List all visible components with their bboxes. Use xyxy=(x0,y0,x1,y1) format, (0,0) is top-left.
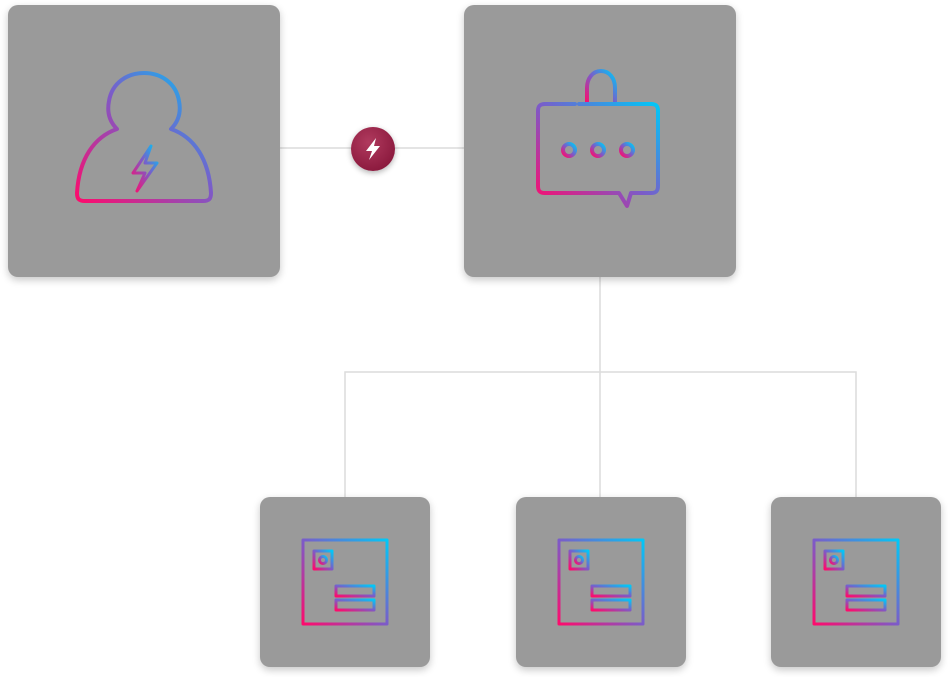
user-lightning-icon xyxy=(75,71,213,203)
id-card-icon xyxy=(301,538,389,626)
id-card-icon xyxy=(812,538,900,626)
node-user[interactable] xyxy=(8,5,280,277)
node-id-card-1[interactable] xyxy=(260,497,430,667)
node-shopping-bag[interactable] xyxy=(464,5,736,277)
shopping-bag-chat-icon xyxy=(536,69,660,208)
lightning-icon xyxy=(366,138,380,160)
node-id-card-2[interactable] xyxy=(516,497,686,667)
node-id-card-3[interactable] xyxy=(771,497,941,667)
edge-branch-bar xyxy=(344,371,857,497)
id-card-icon xyxy=(557,538,645,626)
edge-badge xyxy=(351,127,395,171)
